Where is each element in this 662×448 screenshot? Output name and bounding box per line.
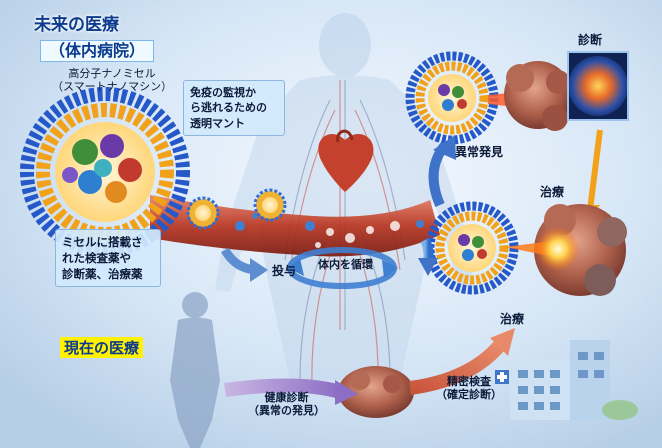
stealth-callout-line3: 透明マント: [190, 116, 278, 131]
exam-label: 精密検査 （確定診断）: [436, 376, 502, 401]
payload-callout: ミセルに搭載さ れた検査薬や 診断薬、治療薬: [55, 229, 161, 287]
stealth-callout-line2: ら逃れるための: [190, 100, 278, 115]
exam-label-line2: （確定診断）: [436, 389, 502, 402]
future-medicine-title: 未来の医療: [34, 16, 119, 36]
payload-callout-line2: れた検査薬や: [62, 250, 154, 266]
checkup-label-line2: （異常の発見）: [248, 405, 325, 418]
nano-micelle-label-line2: （スマートナノマシン）: [52, 81, 172, 94]
exam-label-line1: 精密検査: [436, 376, 502, 389]
nano-micelle-label: 高分子ナノミセル （スマートナノマシン）: [52, 68, 172, 93]
payload-callout-line1: ミセルに搭載さ: [62, 234, 154, 250]
nano-micelle-label-line1: 高分子ナノミセル: [52, 68, 172, 81]
current-medicine-title: 現在の医療: [60, 337, 143, 358]
diagnosis-label: 診断: [578, 34, 602, 48]
treatment-lower-label: 治療: [500, 313, 524, 327]
checkup-label: 健康診断 （異常の発見）: [248, 392, 325, 417]
circulation-label: 体内を循環: [318, 259, 373, 272]
payload-callout-line3: 診断薬、治療薬: [62, 266, 154, 282]
abnormality-label: 異常発見: [455, 146, 503, 160]
administration-label: 投与: [272, 265, 296, 279]
checkup-label-line1: 健康診断: [248, 392, 325, 405]
stealth-callout: 免疫の監視か ら逃れるための 透明マント: [183, 80, 285, 136]
stealth-callout-line1: 免疫の監視か: [190, 85, 278, 100]
treatment-upper-label: 治療: [540, 186, 564, 200]
future-medicine-subtitle: （体内病院）: [40, 40, 154, 62]
